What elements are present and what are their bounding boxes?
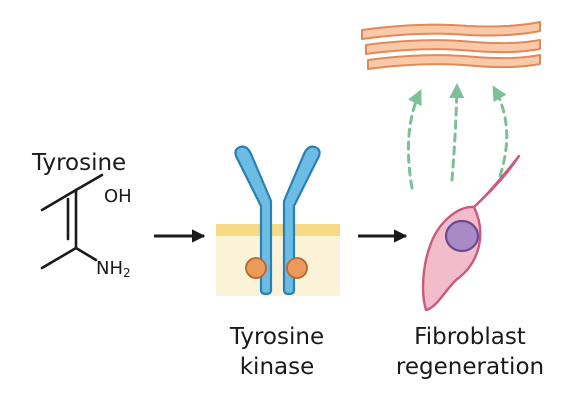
- cell-membrane: [216, 224, 340, 296]
- hydroxyl-group-label: OH: [104, 186, 132, 207]
- secretion-arrows: [406, 83, 509, 190]
- tyrosine-kinase-label: Tyrosine kinase: [215, 322, 339, 382]
- amine-group-subscript: 2: [123, 266, 131, 280]
- collagen-fiber-icon: [361, 21, 541, 70]
- fibroblast-regeneration-label-line2: regeneration: [395, 354, 545, 380]
- fibroblast-regeneration-label: Fibroblast regeneration: [390, 322, 550, 382]
- secretion-arrow-right: [492, 85, 509, 178]
- nucleus-icon: [444, 219, 480, 253]
- tyrosine-kinase-label-line2: kinase: [239, 354, 315, 380]
- amine-group-label: NH2: [96, 258, 131, 280]
- phosphate-group-left: [245, 257, 267, 279]
- fibroblast-regeneration-label-line1: Fibroblast: [414, 324, 526, 350]
- amine-group-main: NH: [96, 258, 123, 279]
- tyrosine-kinase-label-line1: Tyrosine: [229, 324, 325, 350]
- benzene-ring-icon: [40, 173, 104, 270]
- y-shaped-receptor-icon: [234, 145, 321, 296]
- secretion-arrow-left: [406, 89, 422, 190]
- secretion-arrow-center: [449, 83, 465, 182]
- tyrosine-label: Tyrosine: [32, 150, 127, 176]
- phosphate-group-right: [286, 257, 308, 279]
